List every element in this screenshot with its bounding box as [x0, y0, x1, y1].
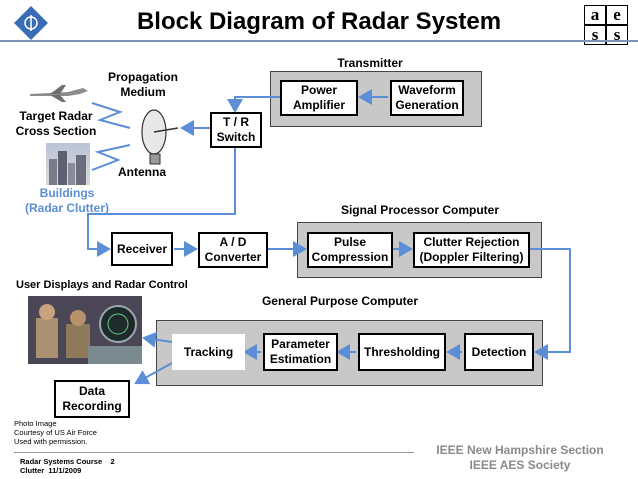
target-radar-label: Target Radar Cross Section [15, 109, 97, 138]
tracking-label: Tracking [183, 344, 234, 359]
receiver-box: Receiver [111, 232, 173, 266]
waveform-generation-label: Waveform Generation [395, 83, 459, 112]
detection-box: Detection [464, 333, 534, 371]
pulse-compression-label: Pulse Compression [311, 235, 389, 264]
general-purpose-label: General Purpose Computer [261, 294, 419, 308]
waveform-generation-box: Waveform Generation [390, 80, 464, 116]
aes-logo-letter: s [606, 25, 628, 45]
transmitter-label: Transmitter [337, 56, 403, 70]
power-amplifier-label: Power Amplifier [292, 83, 345, 112]
footer-section: IEEE New Hampshire Section [436, 443, 604, 457]
user-displays-photo [28, 296, 142, 364]
page-title: Block Diagram of Radar System [136, 8, 502, 35]
power-amplifier-box: Power Amplifier [280, 80, 358, 116]
tracking-box: Tracking [172, 334, 245, 370]
ieee-diamond-icon [14, 6, 48, 40]
thresholding-label: Thresholding [364, 344, 440, 359]
footer-rule [14, 452, 414, 453]
footer-clutter-date: Clutter 11/1/2009 [20, 466, 82, 475]
ad-converter-box: A / D Converter [198, 232, 268, 268]
parameter-estimation-box: Parameter Estimation [263, 333, 338, 371]
aes-logo-letter: a [584, 5, 606, 25]
antenna-icon [134, 108, 182, 168]
user-displays-label: User Displays and Radar Control [16, 279, 188, 291]
antenna-label: Antenna [118, 165, 166, 179]
aircraft-icon [28, 82, 90, 104]
clutter-rejection-box: Clutter Rejection (Doppler Filtering) [413, 232, 530, 268]
tr-switch-label: T / R Switch [216, 115, 256, 144]
footer-course: Radar Systems Course 2 [20, 457, 115, 466]
photo-credit: Photo Image Courtesy of US Air Force Use… [14, 419, 97, 446]
clutter-rejection-label: Clutter Rejection (Doppler Filtering) [419, 235, 524, 264]
tr-switch-box: T / R Switch [210, 112, 262, 148]
header-rule [0, 40, 638, 42]
ad-converter-label: A / D Converter [204, 235, 262, 264]
data-recording-box: Data Recording [54, 380, 130, 418]
aes-logo-letter: s [584, 25, 606, 45]
detection-label: Detection [471, 344, 527, 359]
aes-logo-letter: e [606, 5, 628, 25]
pulse-compression-box: Pulse Compression [307, 232, 393, 268]
signal-processor-label: Signal Processor Computer [340, 203, 500, 217]
propagation-medium-label: Propagation Medium [107, 70, 178, 99]
buildings-image [46, 143, 90, 185]
parameter-estimation-label: Parameter Estimation [269, 337, 332, 366]
aes-logo: a e s s [584, 5, 628, 45]
left-logo [14, 6, 48, 40]
receiver-label: Receiver [116, 241, 168, 256]
footer-society: IEEE AES Society [469, 458, 571, 472]
thresholding-box: Thresholding [358, 333, 446, 371]
buildings-label: Buildings (Radar Clutter) [24, 186, 109, 215]
data-recording-label: Data Recording [62, 384, 122, 413]
